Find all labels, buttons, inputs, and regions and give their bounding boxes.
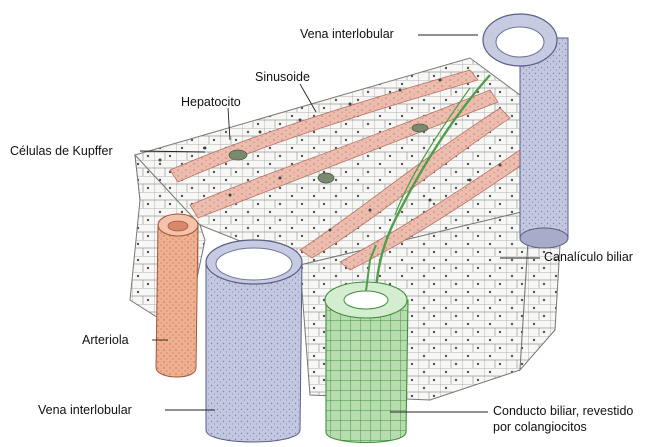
label-conducto-biliar-line2: por colangiocitos (493, 420, 587, 434)
label-arteriola: Arteriola (82, 333, 129, 347)
label-hepatocito: Hepatocito (181, 95, 241, 109)
label-vena-interlobular-bottom: Vena interlobular (38, 403, 132, 417)
label-celulas-kupffer: Células de Kupffer (10, 144, 113, 158)
label-conducto-biliar-line1: Conducto biliar, revestido (493, 404, 633, 418)
kupffer-cell (229, 150, 247, 160)
label-canaliculo-biliar: Canalículo biliar (544, 250, 633, 264)
label-sinusoide: Sinusoide (255, 70, 310, 84)
arteriola-vessel (156, 214, 198, 377)
label-vena-interlobular-top: Vena interlobular (300, 27, 394, 41)
interlobular-vein-bottom (206, 240, 302, 442)
